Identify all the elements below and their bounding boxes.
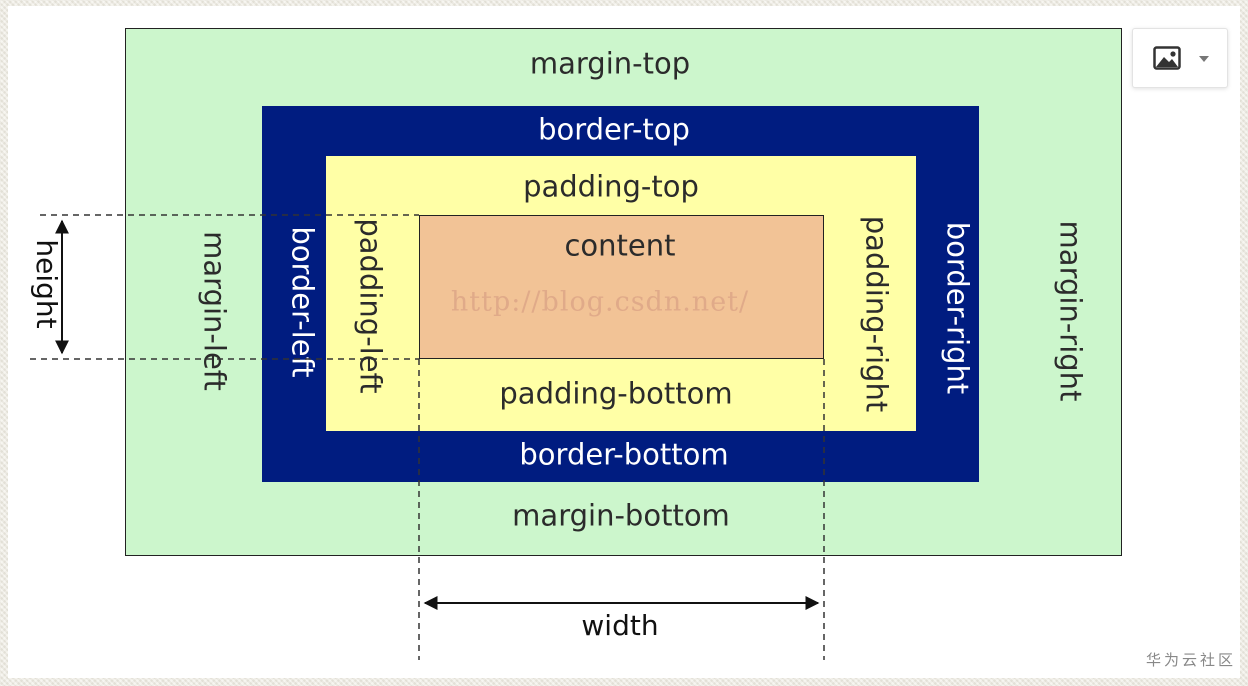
- margin-bottom-label: margin-bottom: [512, 498, 730, 533]
- brand-watermark: 华为云社区: [1145, 651, 1236, 669]
- padding-bottom-label: padding-bottom: [499, 376, 733, 411]
- content-label: content: [564, 228, 676, 263]
- margin-top-label: margin-top: [529, 46, 691, 81]
- image-icon: [1153, 46, 1181, 70]
- caret-down-icon: [1199, 56, 1209, 62]
- image-options-button[interactable]: [1132, 28, 1228, 88]
- border-top-label: border-top: [538, 112, 690, 147]
- watermark-text: http://blog.csdn.net/: [450, 286, 750, 318]
- border-bottom-label: border-bottom: [519, 437, 729, 472]
- padding-top-label: padding-top: [523, 169, 699, 204]
- height-label: height: [30, 239, 63, 329]
- width-label: width: [581, 609, 659, 642]
- content-area: [419, 215, 824, 359]
